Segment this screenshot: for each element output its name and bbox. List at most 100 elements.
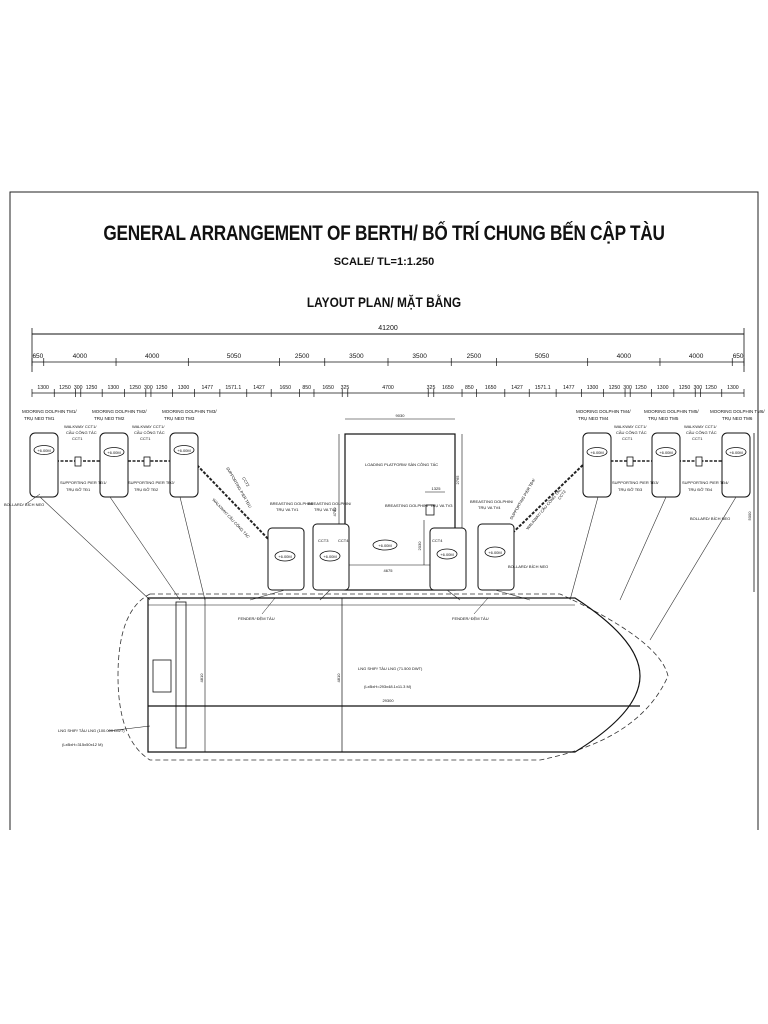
- svg-text:+6.00M: +6.00M: [107, 450, 120, 455]
- svg-text:CẦU CÔNG TÁC: CẦU CÔNG TÁC: [616, 430, 647, 435]
- walkway-label-left-2: WALKWAY CCT1/ CẦU CÔNG TÁC CCT1: [132, 424, 165, 441]
- dim-row1-label: 4000: [73, 353, 88, 360]
- walkway-label-right-2: WALKWAY CCT1/ CẦU CÔNG TÁC CCT1: [684, 424, 717, 441]
- dim-row1-label: 2500: [295, 353, 310, 360]
- mooring-dolphin-tm6: +6.00M MOORING DOLPHIN TM6/ TRỤ NEO TM6: [710, 409, 765, 498]
- svg-text:CẦU CÔNG TÁC: CẦU CÔNG TÁC: [66, 430, 97, 435]
- svg-text:4675: 4675: [384, 568, 394, 573]
- dim-row2-label: 1300: [178, 385, 190, 391]
- right-dim-label: 5000: [747, 511, 752, 521]
- mooring-dolphin-tm5: +6.00M MOORING DOLPHIN TM5/ TRỤ NEO TM5: [644, 409, 699, 498]
- svg-text:+6.00M: +6.00M: [590, 450, 603, 455]
- svg-text:BOLLARD/ BÍCH NEO: BOLLARD/ BÍCH NEO: [690, 516, 730, 521]
- dim-row2-label: 1650: [322, 385, 334, 391]
- svg-text:CCT3: CCT3: [318, 538, 329, 543]
- svg-text:MOORING DOLPHIN TM3/: MOORING DOLPHIN TM3/: [162, 409, 217, 414]
- ship-beam-label-2: 4810: [336, 673, 341, 683]
- svg-text:CCT1: CCT1: [140, 436, 151, 441]
- svg-text:TRỤ VA TV4: TRỤ VA TV4: [478, 505, 501, 510]
- svg-text:MOORING DOLPHIN TM4/: MOORING DOLPHIN TM4/: [576, 409, 631, 414]
- bollard-label-right: BOLLARD/ BÍCH NEO BOLLARD/ BÍCH NEO: [508, 516, 730, 569]
- svg-text:+6.00M: +6.00M: [488, 550, 501, 555]
- dim-row2-label: 1250: [609, 385, 621, 391]
- walkway-label-left-1: WALKWAY CCT1/ CẦU CÔNG TÁC CCT1: [64, 424, 97, 441]
- walkway-label-right-1: WALKWAY CCT1/ CẦU CÔNG TÁC CCT1: [614, 424, 647, 441]
- svg-text:CẦU CÔNG TÁC: CẦU CÔNG TÁC: [134, 430, 165, 435]
- dim-row1-label: 4000: [689, 353, 704, 360]
- svg-text:BOLLARD/ BÍCH NEO: BOLLARD/ BÍCH NEO: [508, 564, 548, 569]
- svg-text:MOORING DOLPHIN TM6/: MOORING DOLPHIN TM6/: [710, 409, 765, 414]
- ship-hull-small: [147, 597, 641, 753]
- svg-text:MOORING DOLPHIN TM1/: MOORING DOLPHIN TM1/: [22, 409, 77, 414]
- loading-platform: LOADING PLATFORM/ SÀN CÔNG TÁC 9030 2765…: [332, 413, 463, 591]
- svg-text:SUPPORTING PIER TĐ1/: SUPPORTING PIER TĐ1/: [60, 480, 107, 485]
- drawing-title: GENERAL ARRANGEMENT OF BERTH/ BỐ TRÍ CHU…: [103, 222, 665, 245]
- svg-text:TRỤ VA TV2: TRỤ VA TV2: [314, 507, 337, 512]
- svg-text:+6.00M: +6.00M: [323, 554, 336, 559]
- svg-text:1325: 1325: [432, 486, 442, 491]
- scale-label: SCALE/ TL=1:1.250: [333, 256, 435, 268]
- svg-text:+6.00M: +6.00M: [729, 450, 742, 455]
- dim-row2-label: 1250: [679, 385, 691, 391]
- svg-text:CCT1: CCT1: [72, 436, 83, 441]
- svg-text:TRỤ ĐỠ TĐ4: TRỤ ĐỠ TĐ4: [688, 487, 713, 492]
- dim-row2-label: 850: [465, 385, 474, 391]
- svg-text:WALKWAY/ CẦU CÔNG TÁC: WALKWAY/ CẦU CÔNG TÁC: [525, 487, 563, 531]
- svg-text:TRỤ NEO TM4: TRỤ NEO TM4: [578, 416, 609, 421]
- svg-text:WALKWAY/ CẦU CÔNG TÁC: WALKWAY/ CẦU CÔNG TÁC: [211, 497, 251, 539]
- svg-text:+6.00M: +6.00M: [659, 450, 672, 455]
- svg-text:CCT1: CCT1: [692, 436, 703, 441]
- svg-text:+6.00M: +6.00M: [177, 448, 190, 453]
- ship-deckhouse: [175, 601, 187, 749]
- walkway-diag-right: [499, 461, 587, 546]
- mooring-dolphin-tm2: +6.00M MOORING DOLPHIN TM2/ TRỤ NEO TM2: [92, 409, 147, 498]
- frame-border: [9, 191, 759, 830]
- ship-beam-label-1: 4810: [199, 673, 204, 683]
- svg-text:WALKWAY CCT1/: WALKWAY CCT1/: [684, 424, 717, 429]
- dim-row2-label: 325: [427, 385, 436, 391]
- svg-text:+6.00M: +6.00M: [378, 543, 391, 548]
- walkway-diag-left: [193, 461, 275, 546]
- layout-plan-title: LAYOUT PLAN/ MẶT BẰNG: [306, 294, 462, 310]
- dim-row2-label: 1571.1: [225, 385, 241, 391]
- dim-row2-label: 1650: [485, 385, 497, 391]
- svg-text:CCT2: CCT2: [241, 476, 251, 488]
- dim-row2-label: 1427: [253, 385, 265, 391]
- supporting-pier-label-1: SUPPORTING PIER TĐ1/ TRỤ ĐỠ TĐ1: [60, 480, 107, 492]
- svg-text:CCT4: CCT4: [432, 538, 443, 543]
- dim-row2-label: 1300: [657, 385, 669, 391]
- svg-text:LNG SHIP/ TÀU LNG (100.000 DWT: LNG SHIP/ TÀU LNG (100.000 DWT): [58, 728, 125, 733]
- svg-text:BREASTING DOLPHIN/: BREASTING DOLPHIN/: [270, 501, 314, 506]
- dim-row2-label: 300: [623, 385, 632, 391]
- dim-row2-label: 1300: [37, 385, 49, 391]
- svg-text:TRỤ NEO TM2: TRỤ NEO TM2: [94, 416, 125, 421]
- svg-text:TRỤ ĐỠ TĐ2: TRỤ ĐỠ TĐ2: [134, 487, 159, 492]
- svg-text:TRỤ NEO TM1: TRỤ NEO TM1: [24, 416, 55, 421]
- svg-text:CCT4: CCT4: [338, 538, 349, 543]
- svg-text:TRỤ VA TV3: TRỤ VA TV3: [430, 503, 453, 508]
- dim-row2-label: 1300: [108, 385, 120, 391]
- svg-text:(LxBxH=315x50x12 M): (LxBxH=315x50x12 M): [62, 742, 103, 747]
- mooring-dolphin-tm1: +6.00M MOORING DOLPHIN TM1/ TRỤ NEO TM1: [22, 409, 77, 498]
- mooring-dolphin-tm4: +6.00M MOORING DOLPHIN TM4/ TRỤ NEO TM4: [576, 409, 631, 498]
- svg-text:MOORING DOLPHIN TM5/: MOORING DOLPHIN TM5/: [644, 409, 699, 414]
- dim-row2-label: 300: [693, 385, 702, 391]
- dim-row2-label: 1650: [442, 385, 454, 391]
- dim-row1-label: 2500: [467, 353, 482, 360]
- svg-text:CCT1: CCT1: [622, 436, 633, 441]
- tm1-level: +6.00M: [37, 448, 50, 453]
- supporting-pier-label-3: SUPPORTING PIER TĐ3/ TRỤ ĐỠ TĐ3: [612, 480, 659, 492]
- ship-small-label-2: (LxBxH=293x48.1x11.3 M): [364, 684, 412, 689]
- ship-small-label-1: LNG SHIP/ TÀU LNG (71.500 DWT): [358, 666, 423, 671]
- svg-text:WALKWAY CCT1/: WALKWAY CCT1/: [132, 424, 165, 429]
- dim-row2-label: 300: [144, 385, 153, 391]
- svg-text:SUPPORTING PIER TĐ4/: SUPPORTING PIER TĐ4/: [509, 477, 537, 521]
- dim-row2-label: 325: [341, 385, 350, 391]
- dim-row1-label: 650: [32, 353, 43, 360]
- fender-label-right: FENDER/ ĐỆM TÀU: [452, 597, 489, 621]
- mooring-dolphin-tm3: +6.00M MOORING DOLPHIN TM3/ TRỤ NEO TM3: [162, 409, 217, 498]
- dim-row1-label: 4000: [617, 353, 632, 360]
